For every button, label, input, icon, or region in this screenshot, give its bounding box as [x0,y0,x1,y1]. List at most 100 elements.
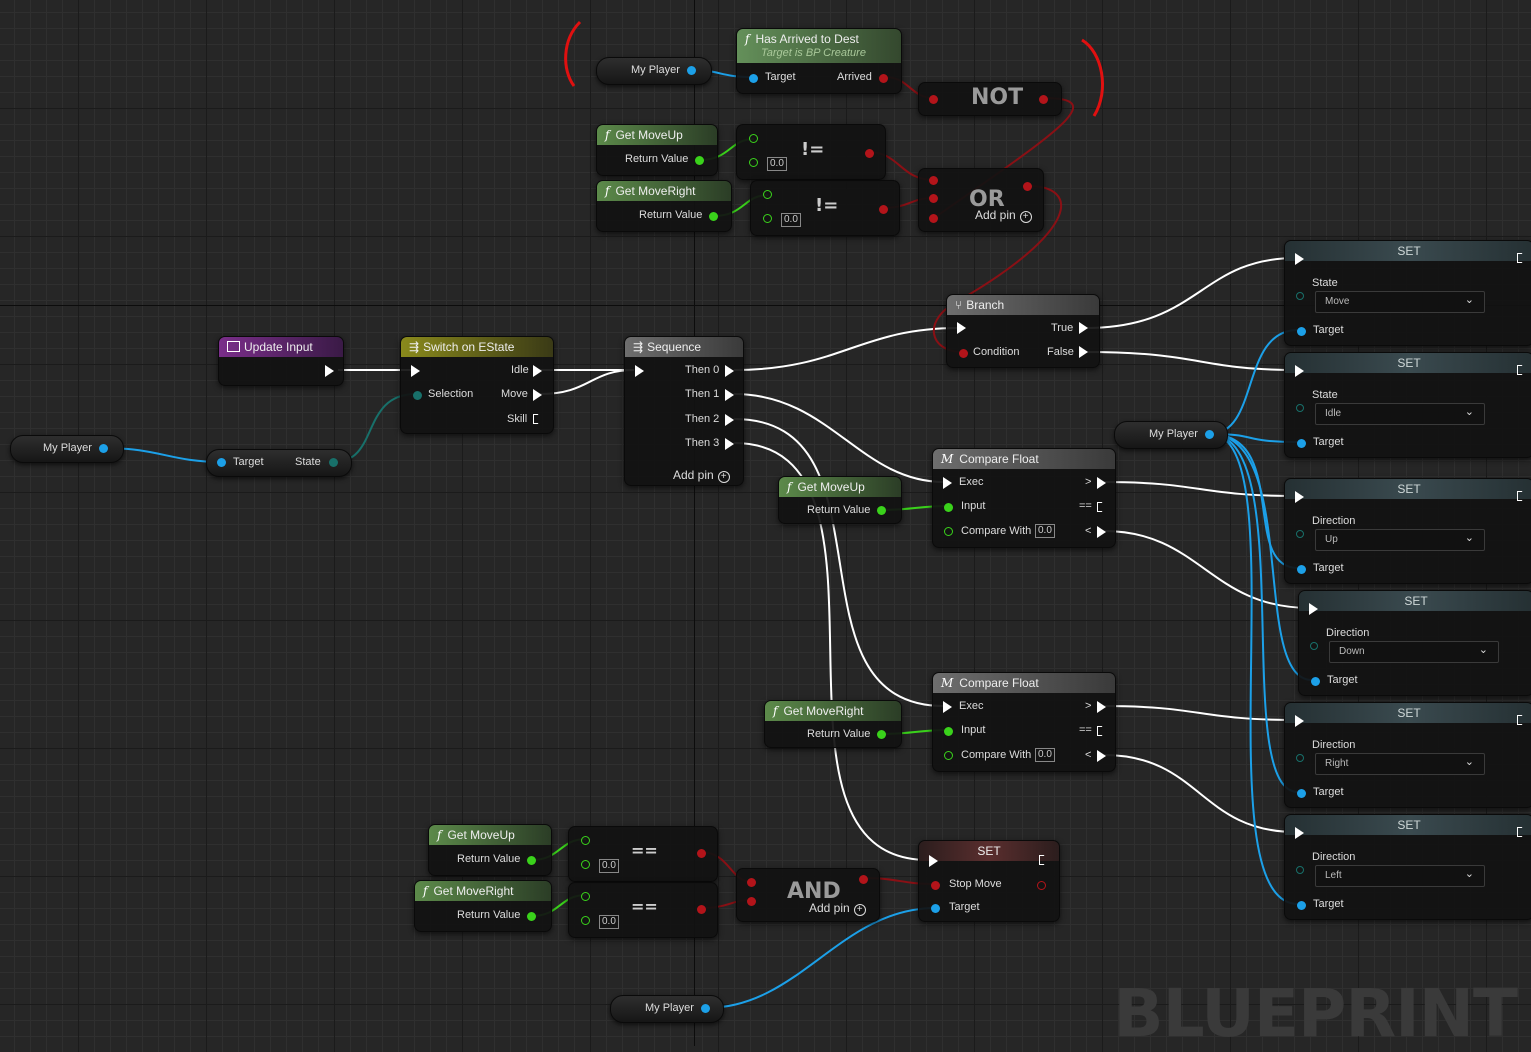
direction-dropdown[interactable]: Left⌄ [1315,865,1485,887]
exec-lt-pin[interactable] [1097,750,1106,762]
target-pin[interactable] [1311,677,1320,686]
set-state-idle-node[interactable]: SET State Idle⌄ Target [1284,352,1531,458]
state-dropdown[interactable]: Idle⌄ [1315,403,1485,425]
bool-output-pin[interactable] [865,149,874,158]
exec-output-pin[interactable] [1517,491,1525,501]
my-player-getter-left[interactable]: My Player [10,435,124,463]
bool-input-pin[interactable] [929,176,938,185]
equal-node-2[interactable]: 0.0 == [568,882,718,938]
exec-output-pin[interactable] [1517,715,1525,725]
target-pin[interactable] [1297,789,1306,798]
arrived-pin[interactable] [879,74,888,83]
float-input-pin[interactable] [944,751,953,760]
add-pin-button[interactable]: Add pin+ [809,901,866,916]
get-state-node[interactable]: Target State [206,449,352,477]
bool-output-pin[interactable] [697,849,706,858]
exec-move-pin[interactable] [533,389,542,401]
state-pin[interactable] [329,458,338,467]
my-player-getter-right[interactable]: My Player [1114,421,1228,449]
add-pin-button[interactable]: Add pin+ [673,468,730,483]
target-pin[interactable] [749,74,758,83]
enum-input-pin[interactable] [1296,866,1304,874]
float-input-pin[interactable] [581,860,590,869]
stop-move-pin[interactable] [931,881,940,890]
object-pin[interactable] [701,1004,710,1013]
float-input-pin[interactable] [944,503,953,512]
set-direction-right-node[interactable]: SET Direction Right⌄ Target [1284,702,1531,808]
default-value[interactable]: 0.0 [781,213,801,227]
bool-output-pin[interactable] [879,205,888,214]
not-node[interactable]: NOT [918,82,1062,116]
exec-output-pin[interactable] [1517,827,1525,837]
float-input-pin[interactable] [763,190,772,199]
my-player-getter-top[interactable]: My Player [596,57,712,85]
direction-dropdown[interactable]: Right⌄ [1315,753,1485,775]
bool-output-pin[interactable] [697,905,706,914]
exec-input-pin[interactable] [957,322,966,334]
target-pin[interactable] [1297,565,1306,574]
float-input-pin[interactable] [749,134,758,143]
enum-input-pin[interactable] [1310,642,1318,650]
target-pin[interactable] [1297,901,1306,910]
set-state-move-node[interactable]: SET State Move⌄ Target [1284,240,1531,346]
float-output-pin[interactable] [527,912,536,921]
exec-idle-pin[interactable] [533,365,542,377]
float-output-pin[interactable] [527,856,536,865]
object-pin[interactable] [687,66,696,75]
state-dropdown[interactable]: Move⌄ [1315,291,1485,313]
exec-input-pin[interactable] [929,855,938,867]
enum-input-pin[interactable] [1296,754,1304,762]
exec-input-pin[interactable] [1295,827,1304,839]
exec-lt-pin[interactable] [1097,526,1106,538]
exec-then3-pin[interactable] [725,438,734,450]
exec-false-pin[interactable] [1079,346,1088,358]
add-pin-button[interactable]: Add pin+ [975,208,1032,223]
set-stop-move-node[interactable]: SET Stop Move Target [918,840,1060,922]
compare-value[interactable]: 0.0 [1035,524,1055,538]
exec-input-pin[interactable] [943,701,952,713]
bool-input-pin[interactable] [747,897,756,906]
my-player-getter-bottom[interactable]: My Player [610,995,724,1023]
float-output-pin[interactable] [877,506,886,515]
exec-output-pin[interactable] [1517,365,1525,375]
set-direction-up-node[interactable]: SET Direction Up⌄ Target [1284,478,1531,584]
equal-node-1[interactable]: 0.0 == [568,826,718,882]
stop-move-out-pin[interactable] [1037,881,1046,890]
exec-true-pin[interactable] [1079,322,1088,334]
exec-then0-pin[interactable] [725,365,734,377]
enum-input-pin[interactable] [1296,292,1304,300]
default-value[interactable]: 0.0 [599,859,619,873]
exec-skill-pin[interactable] [533,414,541,424]
exec-then1-pin[interactable] [725,389,734,401]
switch-on-estate-node[interactable]: ⇶Switch on EState Idle Selection Move Sk… [400,336,554,434]
target-pin[interactable] [1297,327,1306,336]
target-pin[interactable] [931,904,940,913]
float-input-pin[interactable] [763,214,772,223]
target-pin[interactable] [217,458,226,467]
not-equal-node-2[interactable]: 0.0 != [750,180,900,236]
bool-output-pin[interactable] [859,875,868,884]
exec-output-pin[interactable] [1517,253,1525,263]
exec-gt-pin[interactable] [1097,701,1106,713]
exec-output-pin[interactable] [325,365,334,377]
exec-input-pin[interactable] [1295,253,1304,265]
float-output-pin[interactable] [695,156,704,165]
exec-input-pin[interactable] [1309,603,1318,615]
bool-output-pin[interactable] [1023,182,1032,191]
bool-input-pin[interactable] [929,194,938,203]
and-node[interactable]: AND Add pin+ [736,868,880,922]
float-input-pin[interactable] [944,527,953,536]
not-equal-node-1[interactable]: 0.0 != [736,124,886,180]
exec-input-pin[interactable] [943,477,952,489]
set-direction-left-node[interactable]: SET Direction Left⌄ Target [1284,814,1531,920]
update-input-event[interactable]: Update Input [218,336,344,386]
exec-output-pin[interactable] [1039,855,1047,865]
bool-input-pin[interactable] [929,214,938,223]
bool-output-pin[interactable] [1039,95,1048,104]
bool-input-pin[interactable] [929,95,938,104]
